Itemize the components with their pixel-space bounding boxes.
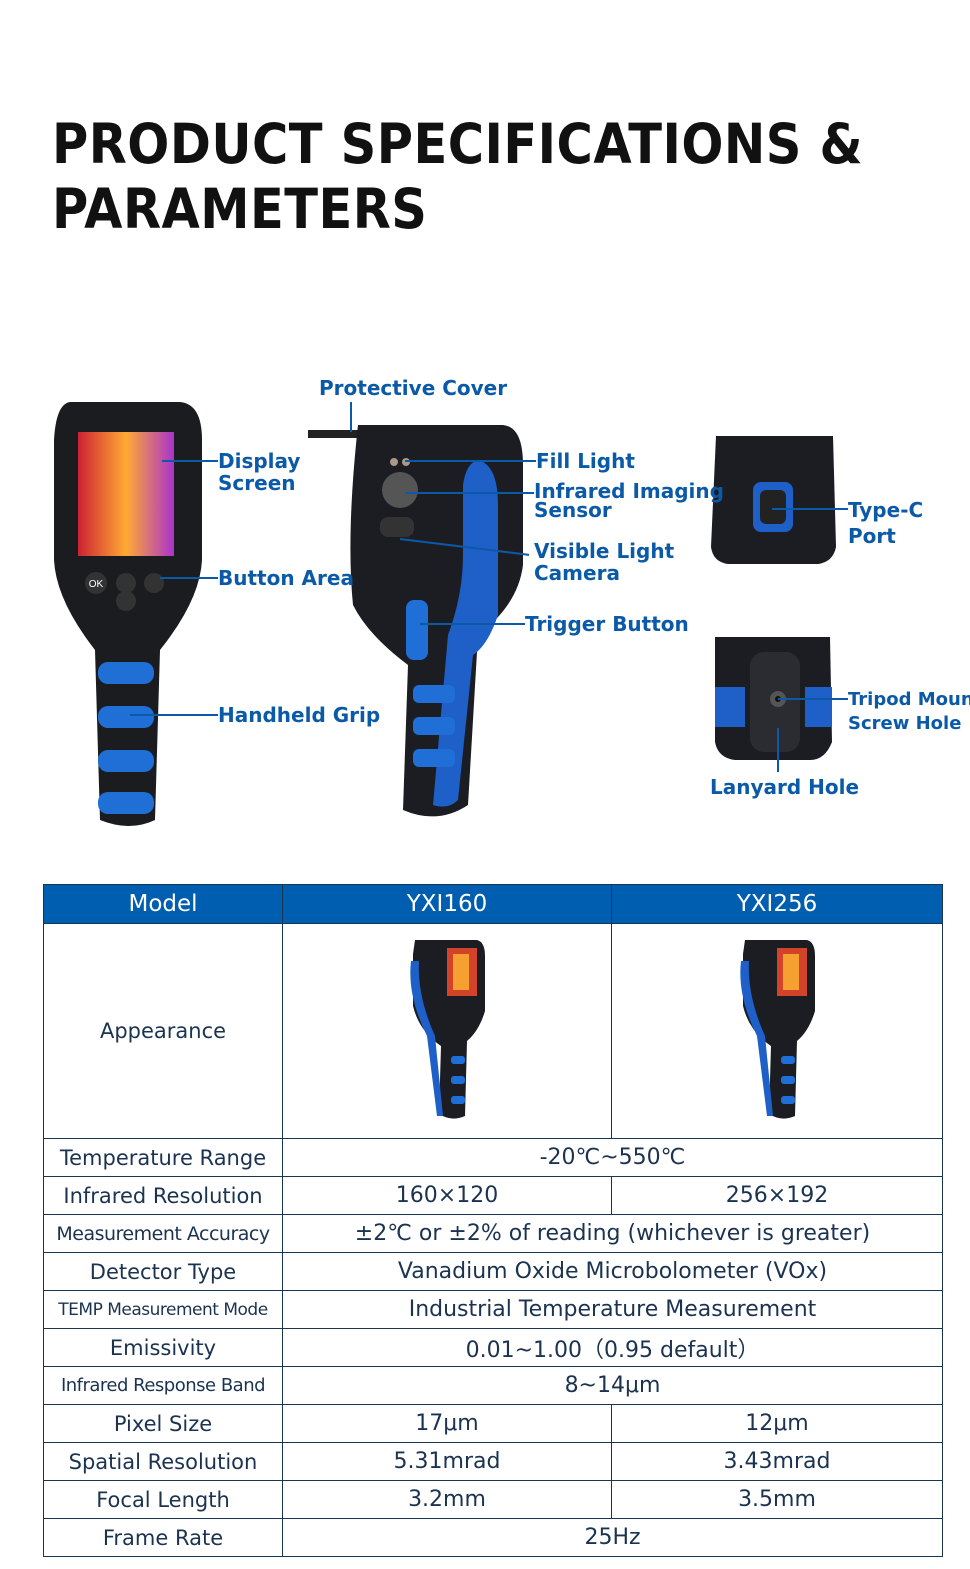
device-top-image — [711, 436, 836, 564]
row-value-yxi160: 3.2mm — [282, 1480, 612, 1519]
row-value-yxi160: 17μm — [282, 1404, 612, 1443]
callout-fill-light: Fill Light — [536, 449, 635, 473]
page-title: PRODUCT SPECIFICATIONS &PARAMETERS — [52, 112, 863, 242]
callout-handheld-grip: Handheld Grip — [218, 703, 381, 727]
spec-table: Model YXI160 YXI256 Appearance Temperatu… — [43, 884, 943, 1557]
callout-line — [778, 698, 848, 700]
callout-line — [162, 460, 218, 462]
callout-text: Camera — [534, 561, 620, 585]
title-line-1: PRODUCT SPECIFICATIONS & — [52, 112, 864, 176]
callout-text: Type-C — [848, 498, 924, 522]
header-yxi256: YXI256 — [611, 884, 943, 924]
callout-trigger-button: Trigger Button — [525, 612, 689, 636]
callout-protective-cover: Protective Cover — [319, 376, 508, 400]
title-line-2: PARAMETERS — [52, 177, 428, 241]
callout-text: Display — [218, 449, 301, 473]
yxi160-device-image — [410, 939, 485, 1119]
callout-lanyard-hole: Lanyard Hole — [710, 775, 860, 799]
row-value-yxi256: 3.5mm — [611, 1480, 943, 1519]
row-label: Appearance — [43, 923, 283, 1139]
row-value-yxi160: 160×120 — [282, 1176, 612, 1215]
callout-line — [777, 728, 779, 772]
row-label: Measurement Accuracy — [43, 1214, 283, 1253]
table-header-row: Model YXI160 YXI256 — [43, 884, 943, 924]
table-row: Measurement Accuracy±2℃ or ±2% of readin… — [43, 1214, 943, 1253]
callout-line — [420, 623, 525, 625]
callout-line — [160, 577, 218, 579]
row-label: Detector Type — [43, 1252, 283, 1291]
row-label: TEMP Measurement Mode — [43, 1290, 283, 1329]
callout-line — [130, 714, 218, 716]
callout-line — [405, 460, 536, 462]
callout-text: Screw Hole — [848, 713, 962, 734]
row-label: Focal Length — [43, 1480, 283, 1519]
row-value-yxi160: 5.31mrad — [282, 1442, 612, 1481]
row-value: Vanadium Oxide Microbolometer (VOx) — [282, 1252, 943, 1291]
device-front-image: OK — [54, 402, 202, 826]
callout-text: Port — [848, 524, 896, 548]
callout-line — [350, 402, 352, 432]
callout-text: Infrared Imaging — [534, 479, 724, 503]
row-label: Pixel Size — [43, 1404, 283, 1443]
row-label: Infrared Resolution — [43, 1176, 283, 1215]
callout-text: Visible Light — [534, 539, 675, 563]
yxi256-device-image — [740, 939, 815, 1119]
row-label: Emissivity — [43, 1328, 283, 1367]
device-side-image — [308, 425, 523, 817]
table-row: Temperature Range-20℃~550℃ — [43, 1138, 943, 1177]
callout-line — [772, 508, 848, 510]
table-row-appearance: Appearance — [43, 923, 943, 1139]
device-bottom-image — [715, 637, 832, 760]
yxi256-image — [611, 923, 943, 1139]
row-value-yxi256: 256×192 — [611, 1176, 943, 1215]
callout-text: Screen — [218, 471, 296, 495]
row-value: -20℃~550℃ — [282, 1138, 943, 1177]
callout-text: Tripod Mount — [848, 689, 970, 710]
row-value-yxi256: 3.43mrad — [611, 1442, 943, 1481]
callout-button-area: Button Area — [218, 566, 354, 590]
callout-text: Sensor — [534, 498, 612, 522]
row-value: 25Hz — [282, 1518, 943, 1557]
row-value: 0.01~1.00（0.95 default） — [282, 1328, 943, 1367]
ok-button-label: OK — [89, 579, 104, 590]
header-model: Model — [43, 884, 283, 924]
row-label: Frame Rate — [43, 1518, 283, 1557]
row-label: Spatial Resolution — [43, 1442, 283, 1481]
row-label: Infrared Response Band — [43, 1366, 283, 1405]
row-value: Industrial Temperature Measurement — [282, 1290, 943, 1329]
row-value-yxi256: 12μm — [611, 1404, 943, 1443]
header-yxi160: YXI160 — [282, 884, 612, 924]
row-value: 8~14μm — [282, 1366, 943, 1405]
callout-line — [405, 492, 534, 494]
row-value: ±2℃ or ±2% of reading (whichever is grea… — [282, 1214, 943, 1253]
yxi160-image — [282, 923, 612, 1139]
row-label: Temperature Range — [43, 1138, 283, 1177]
